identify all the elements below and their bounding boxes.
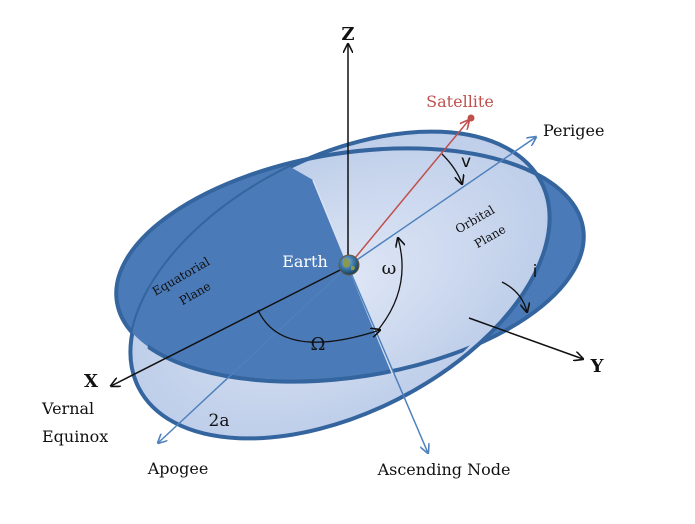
earth-landmass-icon: [343, 258, 355, 271]
apsides-line-to-perigee: [347, 137, 536, 267]
y-axis-segment: [468, 317, 583, 359]
vernal-equinox-label-line1: Vernal: [41, 399, 94, 418]
inclination-arc: [501, 281, 527, 312]
satellite-label: Satellite: [426, 92, 494, 111]
vernal-equinox-label-line2: Equinox: [42, 427, 108, 446]
perigee-label: Perigee: [543, 121, 604, 140]
true-anomaly-arc: [441, 153, 462, 184]
y-axis-label: Y: [590, 356, 605, 377]
satellite-marker: [467, 114, 475, 122]
argument-of-perigee-symbol: ω: [382, 258, 397, 279]
x-axis: [111, 265, 349, 386]
ascending-node-label: Ascending Node: [377, 460, 511, 479]
semi-major-axis-label: 2a: [209, 411, 230, 431]
longitude-of-ascending-node-symbol: Ω: [311, 334, 326, 355]
z-axis-label: Z: [341, 24, 354, 45]
earth-label: Earth: [282, 252, 328, 271]
ascending-node-vector: [347, 265, 428, 453]
x-axis-label: X: [84, 371, 98, 392]
ascending-node-longitude-arc: [257, 309, 380, 343]
true-anomaly-symbol: v: [461, 152, 471, 172]
argument-of-perigee-arc: [377, 238, 402, 331]
satellite-position-vector: [349, 120, 469, 265]
apsides-line-to-apogee: [158, 265, 349, 443]
apogee-label: Apogee: [147, 459, 209, 478]
inclination-symbol: i: [533, 262, 538, 282]
